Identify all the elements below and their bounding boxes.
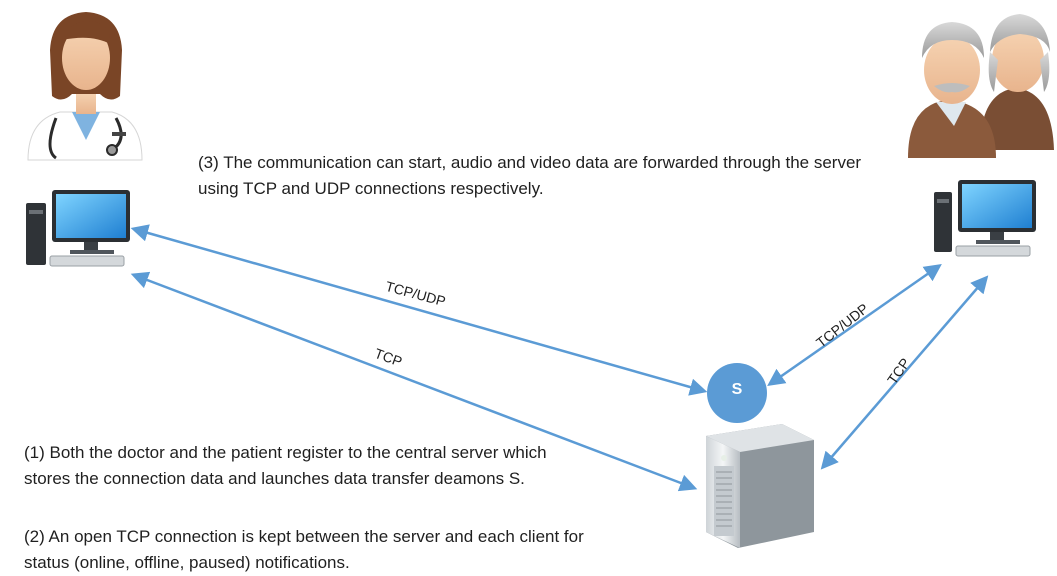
step-1-note: (1) Both the doctor and the patient regi… — [24, 443, 547, 488]
server-tower-icon — [706, 424, 814, 548]
arrow-doctor-server — [130, 271, 698, 492]
step-3-note: (3) The communication can start, audio a… — [198, 153, 862, 198]
doctor-icon — [27, 12, 143, 161]
arrow-doctor-daemon — [130, 224, 708, 396]
doctor-computer-icon — [26, 190, 130, 267]
patient-computer-icon — [934, 180, 1036, 257]
step-2-note: (2) An open TCP connection is kept betwe… — [24, 527, 584, 572]
arrow-patient-server — [820, 275, 989, 470]
daemon-node — [707, 363, 767, 423]
daemon-node-label: S — [731, 381, 743, 398]
elderly-patients-icon — [908, 14, 1054, 158]
